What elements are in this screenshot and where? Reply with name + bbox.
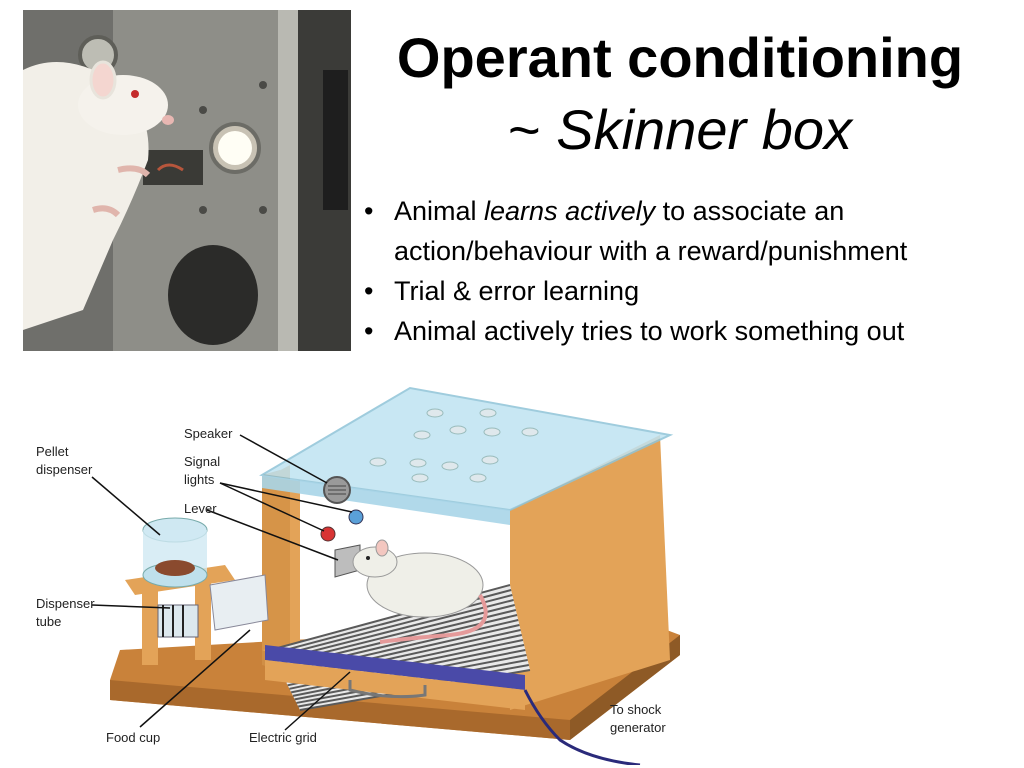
pellet-dispenser: [125, 517, 269, 665]
subtitle-prefix: ~: [508, 98, 557, 161]
subtitle-italic: Skinner box: [556, 98, 852, 161]
bullet-item: Trial & error learning: [362, 271, 1012, 311]
label-speaker: Speaker: [184, 426, 233, 441]
signal-light-red: [320, 526, 336, 542]
signal-light-blue: [348, 509, 364, 525]
grid-rail: [265, 645, 525, 690]
right-wall: [510, 435, 670, 710]
bullet-list: Animal learns actively to associate an a…: [362, 191, 1012, 351]
bullet-item: Animal actively tries to work something …: [362, 311, 1012, 351]
label-shock-generator-2: generator: [610, 720, 666, 735]
slide-subtitle: ~ Skinner box: [360, 94, 1000, 166]
grid-bar: [275, 599, 514, 662]
label-leader-lines: [91, 434, 353, 731]
bullet-text-continued: to associate an action/behaviour with a …: [394, 196, 908, 266]
bullet-italic-text: learns actively: [484, 196, 656, 226]
label-pellet-dispenser: Pellet: [36, 444, 69, 459]
label-dispenser-tube-2: tube: [36, 614, 61, 629]
label-dispenser-tube: Dispenser: [36, 596, 95, 611]
slide-title: Operant conditioning: [396, 26, 964, 89]
bullet-item: Animal learns actively to associate an a…: [362, 191, 1012, 271]
rat-illustration: [352, 539, 488, 644]
label-food-cup: Food cup: [106, 730, 160, 745]
shock-cable: [523, 689, 641, 765]
grid-bar: [273, 594, 513, 659]
lid-holes: [369, 408, 539, 483]
skinner-box-diagram: Speaker Signal lights Lever Pellet dispe…: [36, 386, 680, 765]
drawer-handle: [348, 680, 427, 699]
label-lever: Lever: [184, 501, 217, 516]
label-signal-lights: Signal: [184, 454, 220, 469]
bullet-text: Animal actively tries to work something …: [394, 316, 905, 346]
title-block: Operant conditioning ~ Skinner box: [360, 22, 1000, 166]
bullet-text: Trial & error learning: [394, 276, 640, 306]
label-electric-grid: Electric grid: [249, 730, 317, 745]
label-pellet-dispenser-2: dispenser: [36, 462, 93, 477]
rat-in-skinner-box-photo: [23, 10, 351, 351]
label-shock-generator: To shock: [610, 702, 662, 717]
label-signal-lights-2: lights: [184, 472, 215, 487]
bullet-text: Animal: [394, 196, 485, 226]
